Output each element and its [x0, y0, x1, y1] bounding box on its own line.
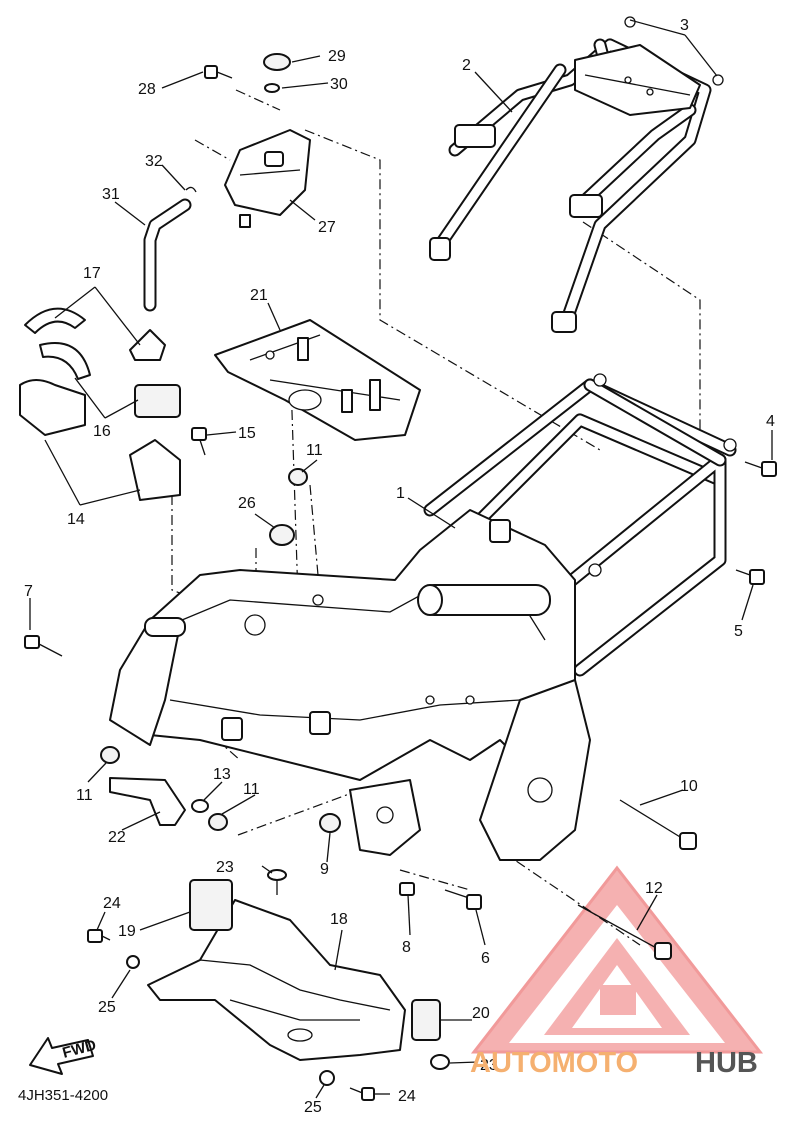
reservoir-tank [224, 129, 311, 228]
callout-29: 29 [328, 48, 346, 65]
callout-18: 18 [330, 911, 348, 928]
band-16 [39, 342, 91, 380]
tray-plate [214, 319, 421, 441]
callout-3: 3 [680, 17, 689, 34]
hose-31 [143, 198, 192, 312]
callout-27: 27 [318, 219, 336, 236]
callout-7: 7 [24, 583, 33, 600]
bolt-10 [619, 799, 697, 850]
callout-22: 22 [108, 829, 126, 846]
damper-26 [269, 524, 295, 546]
callout-23-top: 23 [216, 859, 234, 876]
callout-9: 9 [320, 861, 329, 878]
callout-19: 19 [118, 923, 136, 940]
callout-6: 6 [481, 950, 490, 967]
callout-1: 1 [396, 485, 405, 502]
callout-13: 13 [213, 766, 231, 783]
callout-4: 4 [766, 413, 775, 430]
callout-24-bottom: 24 [398, 1088, 416, 1105]
grommet-11-top [288, 468, 308, 486]
callout-25-bottom: 25 [304, 1099, 322, 1116]
bolt-24-bottom [349, 1087, 375, 1101]
callout-26: 26 [238, 495, 256, 512]
grommet-11-right [208, 813, 228, 831]
washer-13 [191, 799, 209, 813]
main-frame [109, 373, 737, 861]
bolt-28 [204, 65, 233, 79]
connection-lines [171, 89, 701, 946]
callout-15: 15 [238, 425, 256, 442]
block-16 [134, 384, 181, 418]
callout-24-left: 24 [103, 895, 121, 912]
screw-23-top [267, 869, 287, 895]
callout-23-bottom: 23 [480, 1057, 498, 1074]
washer-30 [264, 83, 280, 93]
pad-19 [189, 879, 233, 931]
under-cowl [147, 899, 406, 1061]
callout-8: 8 [402, 939, 411, 956]
callout-10: 10 [680, 778, 698, 795]
callout-14: 14 [67, 511, 85, 528]
watermark-part1: AUTOMOTO [470, 1047, 638, 1079]
bracket-17a [24, 307, 86, 334]
clip-32 [185, 186, 197, 193]
bolt-4 [744, 461, 777, 477]
callout-11-left: 11 [76, 787, 93, 804]
callout-25-left: 25 [98, 999, 116, 1016]
bolt-5 [735, 569, 765, 585]
diagram-code: 4JH351-4200 [18, 1087, 108, 1104]
watermark-part2: HUB [695, 1047, 758, 1079]
callout-20: 20 [472, 1005, 490, 1022]
callout-17: 17 [83, 265, 101, 282]
callout-2: 2 [462, 57, 471, 74]
callout-31: 31 [102, 186, 120, 203]
washer-25-left [126, 955, 140, 969]
bolt-24-left [87, 929, 111, 943]
callout-5: 5 [734, 623, 743, 640]
callout-32: 32 [145, 153, 163, 170]
callout-11-right: 11 [243, 781, 260, 798]
rear-subframe [429, 16, 724, 333]
bolt-6 [444, 889, 482, 910]
callout-30: 30 [330, 76, 348, 93]
pad-20 [411, 999, 441, 1041]
grommet-11-left [100, 746, 120, 764]
callout-11-top: 11 [306, 442, 323, 459]
bolt-15 [191, 427, 207, 456]
bolt-7 [24, 635, 63, 657]
bracket-14b [129, 439, 181, 501]
callout-12: 12 [645, 880, 663, 897]
cap-29 [263, 53, 291, 71]
fwd-arrow: FWD [29, 1037, 98, 1075]
bracket-22 [109, 777, 186, 826]
watermark-text: AUTOMOTO HUB [470, 1047, 758, 1079]
nut-8 [399, 882, 415, 896]
washer-25-bottom [319, 1070, 335, 1086]
screw-23-bottom [430, 1054, 450, 1070]
bolt-12 [577, 904, 672, 960]
callout-16: 16 [93, 423, 111, 440]
bracket-17b [129, 329, 166, 361]
callout-21: 21 [250, 287, 268, 304]
leader-lines [29, 19, 773, 1099]
callout-labels: 1 2 3 4 5 6 7 8 9 10 11 11 11 12 13 14 1… [24, 17, 775, 1116]
watermark-logo [470, 865, 764, 1054]
collar-9 [319, 813, 341, 833]
callout-28: 28 [138, 81, 156, 98]
bracket-14a [19, 379, 86, 436]
